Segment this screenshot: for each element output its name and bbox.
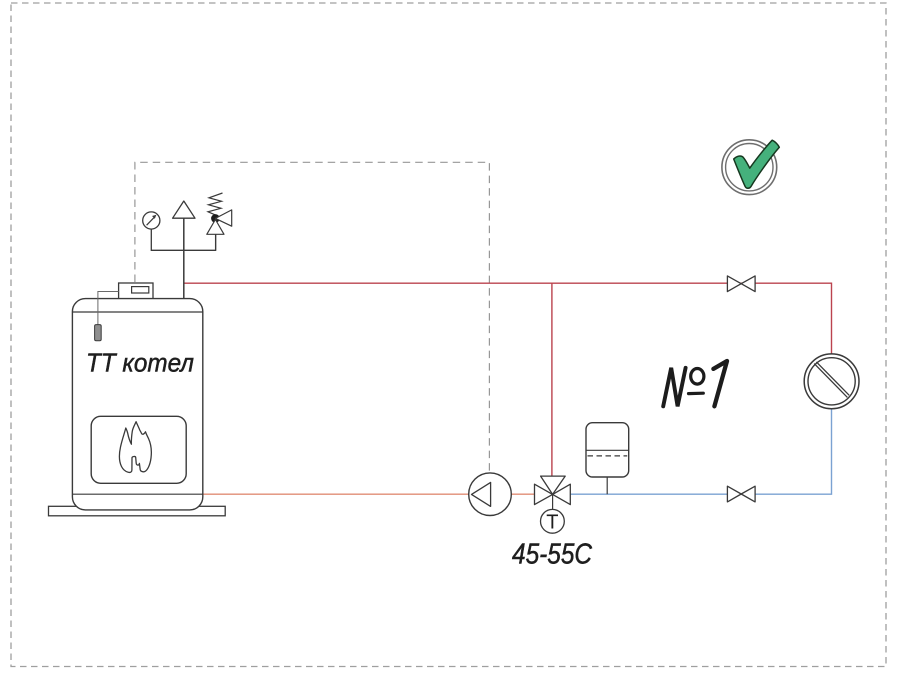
svg-text:45-55C: 45-55C	[512, 539, 592, 571]
svg-text:ТТ котел: ТТ котел	[86, 348, 194, 378]
svg-text:T: T	[546, 512, 558, 534]
